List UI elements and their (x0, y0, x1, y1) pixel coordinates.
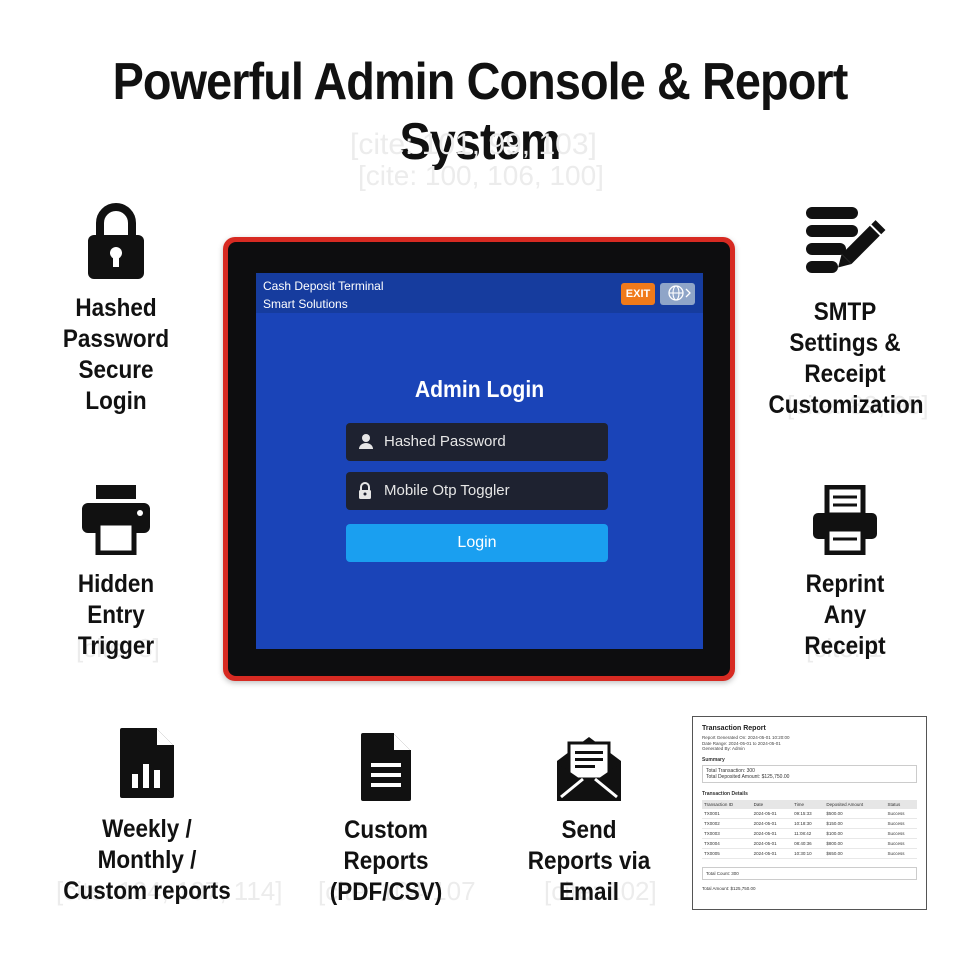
table-row: TX0002 2024-05-01 10:18:30 $150.00 Succe… (702, 818, 917, 829)
table-cell: 09:15:33 (792, 808, 825, 819)
report-generated-by: Generated By: Admin (702, 746, 745, 751)
otp-field[interactable]: Mobile Otp Toggler (346, 472, 608, 510)
column-header: Time (792, 799, 825, 809)
table-cell: TX0005 (702, 848, 752, 859)
ghost-cite: [cite: 1 (806, 633, 883, 663)
password-placeholder: Hashed Password (384, 433, 506, 450)
table-cell: Success (885, 848, 917, 859)
document-icon (361, 733, 411, 801)
table-header-row: Transaction ID Date Time Deposited Amoun… (702, 799, 917, 809)
table-row: TX0004 2024-05-01 08:40:36 $800.00 Succe… (702, 838, 917, 849)
table-cell: Success (885, 808, 917, 819)
report-generated-on: Report Generated On: 2024-05-01 10:20:00 (702, 735, 790, 740)
feature-email-reports: Send Reports via Email (504, 733, 674, 908)
table-cell: $800.00 (824, 838, 886, 849)
receipt-printer-icon (813, 485, 877, 555)
column-header: Deposited Amount (824, 799, 886, 809)
language-button[interactable] (660, 283, 695, 305)
details-heading: Transaction Details (702, 790, 748, 797)
terminal-bezel: Cash Deposit Terminal Smart Solutions EX… (228, 242, 730, 676)
lock-icon (359, 482, 371, 499)
feature-reprint: Reprint Any Receipt (760, 485, 930, 662)
envelope-icon (557, 737, 621, 801)
table-cell: 2024-05-01 (751, 848, 793, 859)
table-cell: 2024-05-01 (751, 828, 793, 839)
ghost-cite: [cite: 104-107 (318, 876, 476, 906)
brand-subtitle: Smart Solutions (263, 297, 348, 311)
terminal-screen: Cash Deposit Terminal Smart Solutions EX… (256, 273, 703, 649)
ghost-cite: [cite: 101, 99, 103] (350, 128, 597, 161)
table-cell: 2024-05-01 (751, 818, 793, 829)
feature-hashed-login: Hashed Password Secure Login (30, 203, 202, 417)
report-date-range: Date Range: 2024-05-01 to 2024-05-01 (702, 740, 781, 746)
table-cell: Success (885, 828, 917, 839)
feature-custom-reports: Custom Reports (PDF/CSV) (300, 731, 472, 908)
summary-box: Total Transaction: 300 Total Deposited A… (702, 764, 917, 783)
lock-icon (88, 203, 144, 279)
table-cell: 10:30:10 (792, 848, 825, 859)
kiosk-terminal: Cash Deposit Terminal Smart Solutions EX… (223, 237, 735, 681)
brand-title: Cash Deposit Terminal (263, 279, 384, 293)
table-row: TX0003 2024-05-01 11:08:42 $100.00 Succe… (702, 828, 917, 839)
table-cell: 2024-05-01 (751, 838, 793, 849)
column-header: Status (885, 799, 917, 809)
feature-label: Custom Reports (PDF/CSV) (329, 816, 443, 906)
feature-label: Weekly / Monthly / Custom reports (63, 815, 231, 905)
table-cell: TX0001 (702, 808, 752, 819)
summary-heading: Summary (702, 756, 725, 763)
total-amount: Total Amount: $125,750.00 (702, 885, 756, 891)
table-cell: 2024-05-01 (751, 808, 793, 819)
total-deposited: Total Deposited Amount: $125,750.00 (706, 773, 790, 780)
table-row: TX0005 2024-05-01 10:30:10 $650.00 Succe… (702, 848, 917, 859)
table-cell: $150.00 (824, 818, 886, 829)
stack-pencil-icon (806, 207, 886, 273)
ghost-cite: [cite: 104, 107, 114] (56, 876, 283, 906)
transaction-report-preview: Transaction Report Report Generated On: … (692, 716, 927, 910)
login-heading: Admin Login (414, 376, 545, 402)
table-cell: $650.00 (824, 848, 886, 859)
report-title: Transaction Report (702, 725, 766, 732)
table-cell: 10:18:30 (792, 818, 825, 829)
printer-icon (82, 485, 150, 555)
table-cell: TX0003 (702, 828, 752, 839)
table-cell: $500.00 (824, 808, 886, 819)
feature-hidden-entry: Hidden Entry Trigger (30, 483, 202, 662)
login-button[interactable]: Login (346, 524, 608, 562)
feature-weekly-reports: Weekly / Monthly / Custom reports (40, 726, 254, 907)
report-chart-icon (120, 728, 174, 798)
table-cell: Success (885, 838, 917, 849)
table-cell: TX0002 (702, 818, 752, 829)
table-cell: $100.00 (824, 828, 886, 839)
globe-icon (667, 284, 691, 301)
feature-label: SMTP Settings & Receipt Customization (768, 298, 924, 419)
total-transactions: Total Transaction: 300 (706, 767, 755, 774)
table-cell: Success (885, 818, 917, 829)
ghost-cite: [cite: 8] (76, 633, 160, 663)
table-cell: 08:40:36 (792, 838, 825, 849)
exit-button[interactable]: EXIT (621, 283, 655, 305)
transaction-table: Transaction ID Date Time Deposited Amoun… (702, 799, 917, 859)
user-icon (359, 434, 373, 449)
feature-label: Send Reports via Email (527, 816, 651, 906)
ghost-cite: [cite: 102] (544, 876, 657, 906)
table-row: TX0001 2024-05-01 09:15:33 $500.00 Succe… (702, 808, 917, 819)
column-header: Date (751, 799, 793, 809)
feature-label: Hidden Entry Trigger (77, 570, 155, 660)
ghost-cite: [cite: 89, 95] (787, 390, 929, 420)
terminal-header: Cash Deposit Terminal Smart Solutions EX… (256, 273, 703, 313)
table-cell: 11:08:42 (792, 828, 825, 839)
ghost-cite: [cite: 100, 106, 100] (358, 160, 604, 191)
feature-label: Hashed Password Secure Login (62, 294, 170, 415)
total-count: Total Count: 300 (702, 866, 917, 880)
otp-placeholder: Mobile Otp Toggler (384, 482, 510, 499)
feature-smtp: SMTP Settings & Receipt Customization (752, 205, 938, 421)
page-title: Powerful Admin Console & Report System (112, 53, 849, 171)
password-field[interactable]: Hashed Password (346, 423, 608, 461)
table-cell: TX0004 (702, 838, 752, 849)
column-header: Transaction ID (702, 799, 752, 809)
feature-label: Reprint Any Receipt (804, 570, 886, 660)
